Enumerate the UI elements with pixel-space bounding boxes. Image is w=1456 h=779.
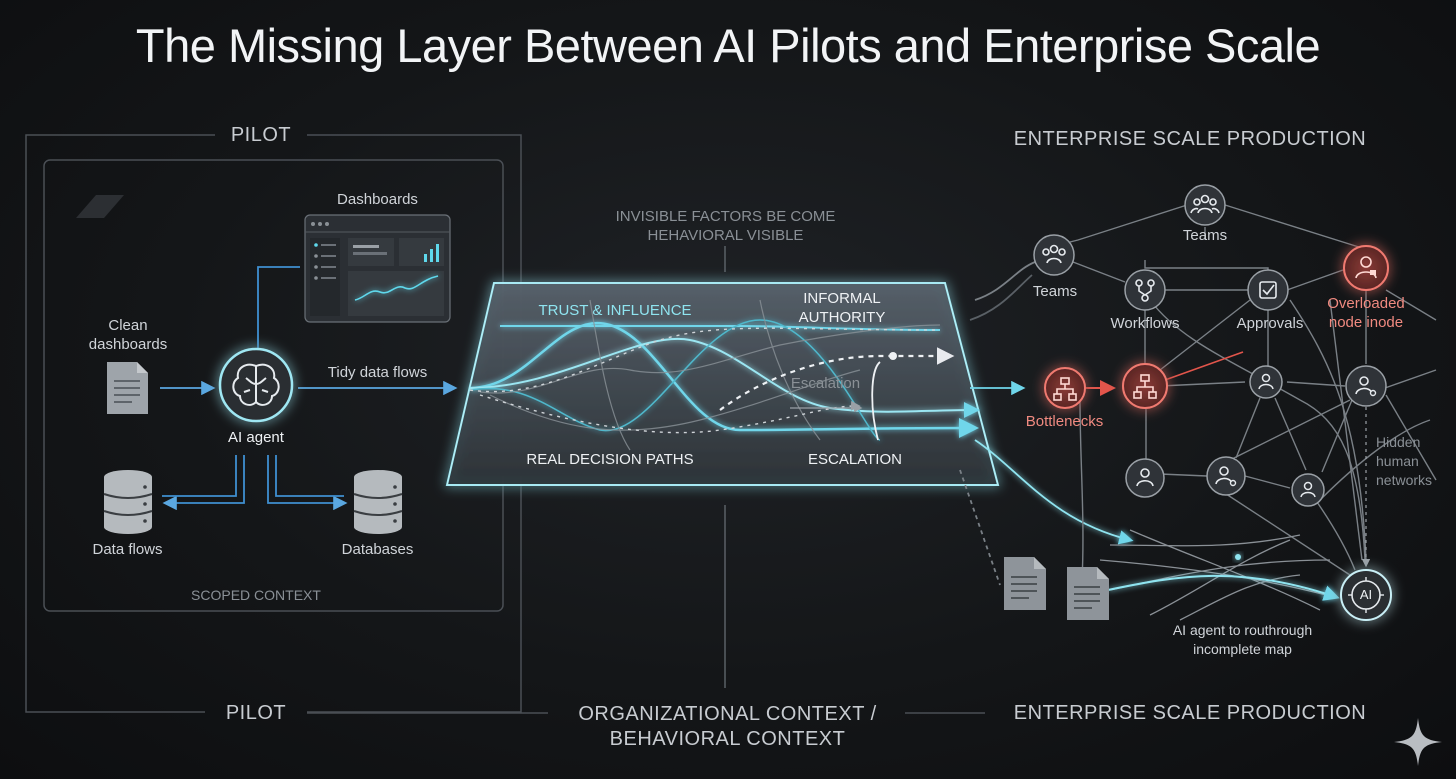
person-node-c: [1125, 458, 1165, 498]
context-slab: [445, 282, 1000, 486]
escalation-small-label: Escalation: [790, 375, 861, 392]
person-node-e: [1291, 473, 1325, 507]
real-decision-paths-label: REAL DECISION PATHS: [526, 451, 694, 468]
teams-top-label: Teams: [1182, 227, 1228, 244]
teams-top-node: [1184, 184, 1226, 226]
document-icon-bottom-2: [1067, 567, 1109, 620]
ai-agent-caption: AI agent to routhrough incomplete map: [1172, 622, 1313, 657]
dashboards-label: Dashboards: [337, 191, 418, 208]
agent-to-dashboard-line: [257, 266, 300, 353]
escalation-label: ESCALATION: [808, 451, 902, 468]
enterprise-bottom-label: ENTERPRISE SCALE PRODUCTION: [1013, 702, 1367, 724]
database-icon-right: [353, 470, 403, 534]
workflows-node: [1124, 269, 1166, 311]
document-icon-bottom-1: [1004, 557, 1046, 610]
person-node-d: [1206, 456, 1246, 496]
ai-node-label: AI: [1359, 587, 1373, 602]
trust-influence-label: TRUST & INFLUENCE: [538, 302, 692, 319]
sparkle-icon: [1394, 718, 1442, 766]
workflows-label: Workflows: [1110, 315, 1180, 332]
databases-label: Databases: [341, 541, 414, 558]
approvals-node: [1247, 269, 1289, 311]
person-node-a: [1249, 365, 1283, 399]
bottleneck-node-2: [1122, 363, 1168, 409]
document-icon: [107, 362, 148, 414]
person-node-b: [1345, 365, 1387, 407]
overloaded-node-label: Overloaded node inode: [1327, 295, 1405, 331]
tidy-data-flows-label: Tidy data flows: [327, 364, 428, 381]
overloaded-node: [1343, 245, 1389, 291]
bottleneck-node-1: [1044, 367, 1086, 409]
enterprise-top-label: ENTERPRISE SCALE PRODUCTION: [1013, 128, 1367, 150]
organizational-context-label: ORGANIZATIONAL CONTEXT / BEHAVIORAL CONT…: [578, 703, 877, 750]
pilot-logo-mark: [76, 195, 124, 218]
teams-left-label: Teams: [1032, 283, 1078, 300]
scoped-context-label: SCOPED CONTEXT: [191, 587, 321, 603]
bottlenecks-label: Bottlenecks: [1025, 413, 1104, 430]
teams-left-node: [1033, 234, 1075, 276]
clean-dashboards-label: Clean dashboards: [88, 317, 168, 353]
dashboard-panel: [304, 214, 451, 323]
pilot-top-label: PILOT: [230, 124, 292, 146]
invisible-factors-label: INVISIBLE FACTORS BE COME HEHAVIORAL VIS…: [615, 208, 836, 244]
ai-agent-node: [218, 347, 294, 423]
approvals-label: Approvals: [1236, 315, 1304, 332]
ai-agent-label: AI agent: [228, 429, 284, 446]
hidden-networks-label: Hidden human networks: [1376, 434, 1433, 488]
database-icon-left: [103, 470, 153, 534]
page-title: The Missing Layer Between AI Pilots and …: [135, 19, 1321, 72]
data-flows-label: Data flows: [92, 541, 163, 558]
enterprise-ai-node: [1340, 569, 1392, 621]
pilot-bottom-label: PILOT: [225, 702, 287, 724]
informal-authority-label: INFORMAL AUTHORITY: [798, 290, 886, 326]
